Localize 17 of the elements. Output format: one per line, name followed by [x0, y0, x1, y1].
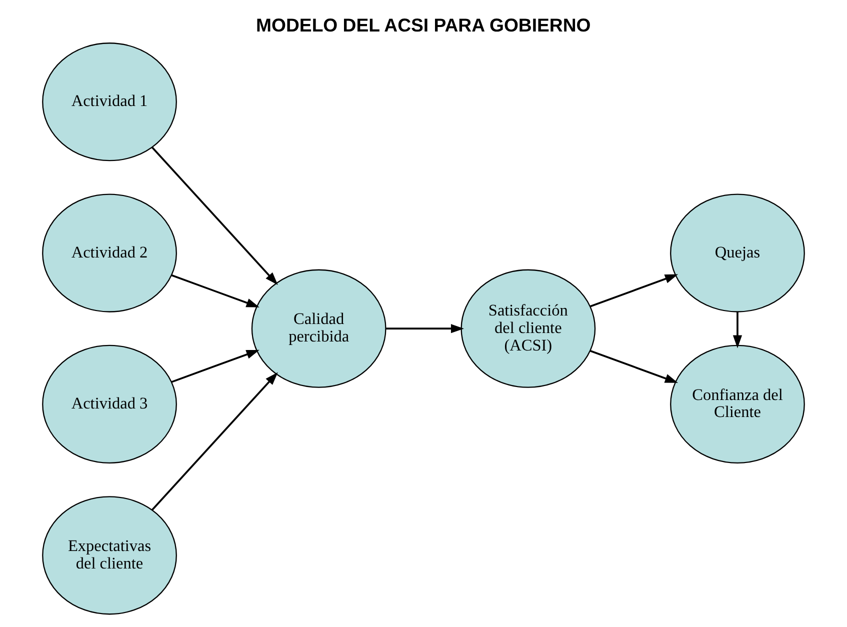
node-ellipse: Confianza del Cliente [670, 344, 805, 464]
node-ellipse: Quejas [670, 194, 805, 312]
arrow [171, 274, 260, 308]
diagram-title: MODELO DEL ACSI PARA GOBIERNO [256, 14, 591, 36]
arrow [171, 350, 260, 383]
arrow [151, 372, 278, 511]
node-ellipse: Satisfacción del cliente (ACSI) [460, 269, 596, 388]
arrow [590, 350, 678, 383]
node-ellipse: Actividad 2 [42, 194, 177, 312]
node-ellipse: Actividad 3 [42, 344, 177, 464]
node-ellipse: Actividad 1 [42, 42, 177, 162]
arrow [590, 274, 678, 308]
node-ellipse: Expectativas del cliente [42, 496, 177, 615]
arrow [151, 146, 278, 286]
node-ellipse: Calidad percibida [251, 269, 386, 388]
arrow [732, 312, 742, 348]
arrow [386, 324, 464, 334]
